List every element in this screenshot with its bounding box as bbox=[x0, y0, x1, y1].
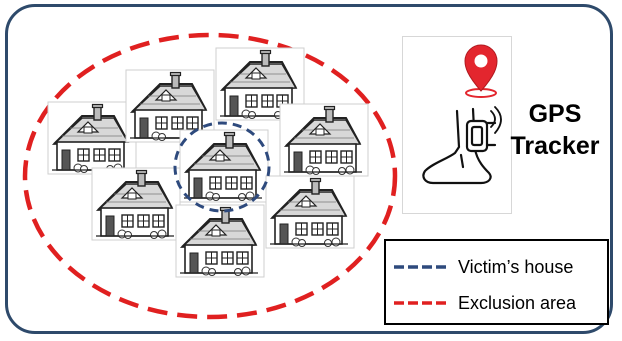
gps-title-line-1: GPS bbox=[505, 98, 605, 130]
legend-item-victim-house: Victim’s house bbox=[394, 255, 573, 279]
legend-swatch-victim-house bbox=[394, 265, 448, 269]
legend-item-exclusion-area: Exclusion area bbox=[394, 291, 576, 315]
house-icon-victim bbox=[180, 130, 268, 202]
location-pin-icon bbox=[465, 45, 497, 97]
house-icon bbox=[176, 205, 264, 277]
legend-label-exclusion-area: Exclusion area bbox=[458, 293, 576, 314]
gps-tracker-illustration bbox=[403, 37, 513, 215]
house-icon bbox=[280, 104, 368, 176]
gps-tracker-title: GPS Tracker bbox=[505, 98, 605, 162]
gps-title-line-2: Tracker bbox=[505, 130, 605, 162]
ankle-monitor-icon bbox=[423, 107, 501, 183]
house-icon bbox=[48, 102, 136, 174]
legend-label-victim-house: Victim’s house bbox=[458, 257, 573, 278]
legend-swatch-exclusion-area bbox=[394, 301, 448, 305]
house-icon bbox=[266, 176, 354, 248]
gps-tracker-panel bbox=[402, 36, 512, 214]
legend: Victim’s house Exclusion area bbox=[384, 239, 609, 325]
house-icon bbox=[92, 168, 180, 240]
